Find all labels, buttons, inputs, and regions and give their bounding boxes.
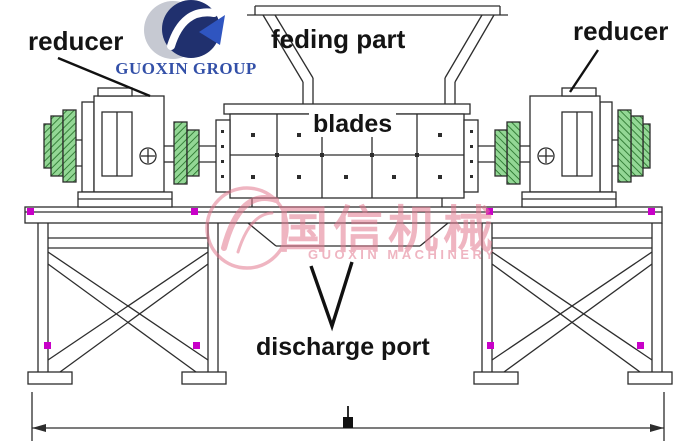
left-reducer-assembly xyxy=(43,87,232,208)
accent-markers xyxy=(27,208,655,349)
discharge-port-pointer xyxy=(309,261,354,332)
reducer-left-leader-line xyxy=(57,56,151,98)
feeding-hopper xyxy=(247,5,508,104)
frame-leg-right xyxy=(473,222,673,385)
discharge-chute xyxy=(247,222,449,247)
label-blades: blades xyxy=(309,111,397,137)
label-discharge-port: discharge port xyxy=(256,333,430,361)
bolt-dots xyxy=(221,130,473,179)
guoxin-logo-emblem xyxy=(144,0,225,59)
dimension-line xyxy=(31,392,665,441)
label-reducer-left: reducer xyxy=(28,26,124,56)
frame-leg-left xyxy=(27,223,227,385)
reducer-right-leader-line xyxy=(569,49,599,93)
guoxin-group-logo-text: GUOXIN GROUP xyxy=(115,59,257,78)
frame-table xyxy=(24,206,663,224)
right-reducer-assembly xyxy=(461,87,651,208)
label-reducer-right: reducer xyxy=(573,16,669,46)
label-feeding-part: feding part xyxy=(271,24,406,54)
